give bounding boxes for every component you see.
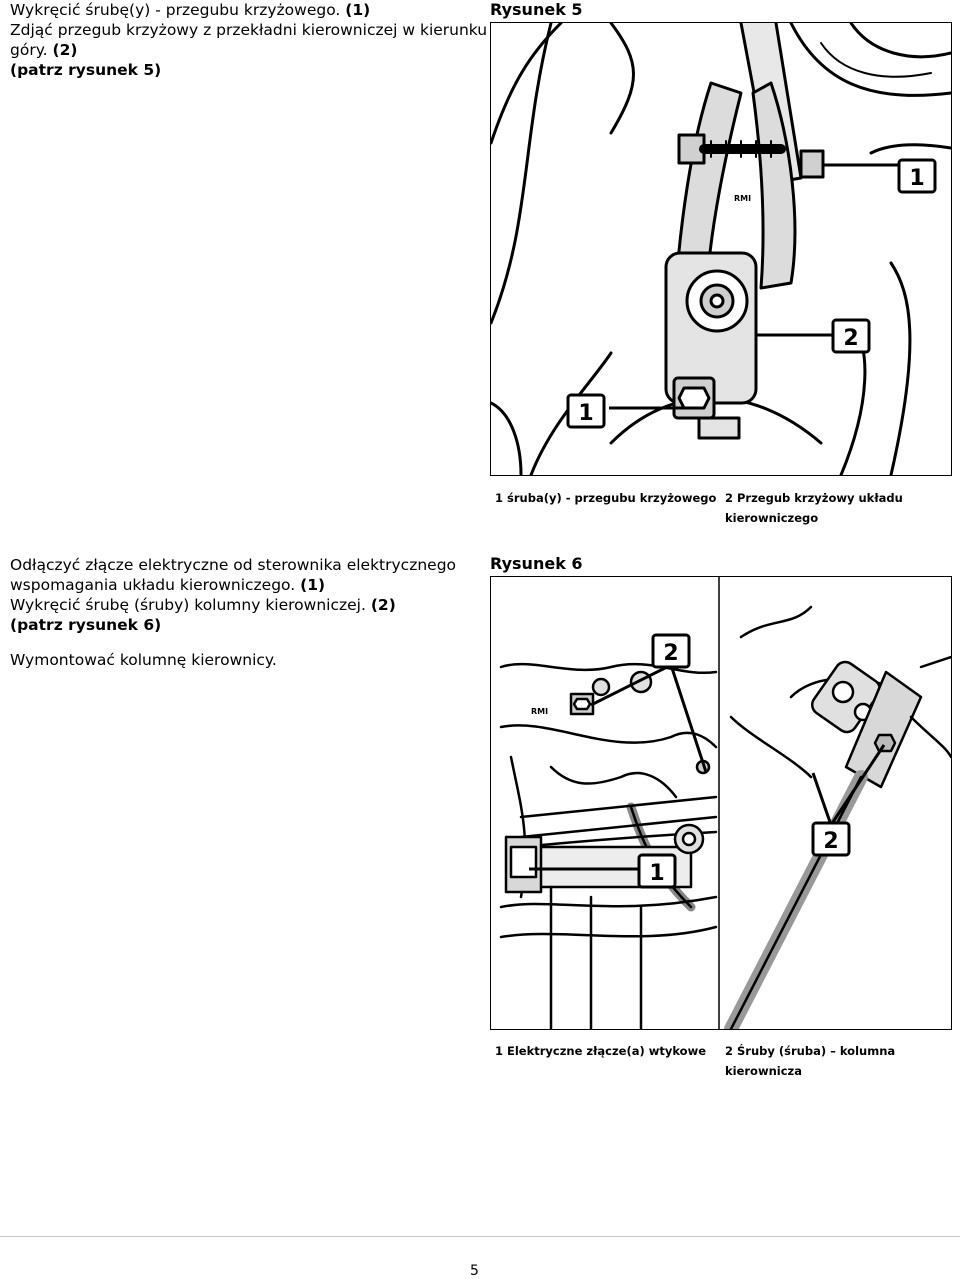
legend-line: kierownicza [725, 1064, 802, 1078]
callout-2: 2 [831, 318, 871, 354]
figure-5-legend-item-2: 2 Przegub krzyżowy układu kierowniczego [725, 488, 903, 528]
svg-text:2: 2 [843, 326, 858, 351]
svg-text:2: 2 [823, 829, 838, 854]
callout-1-top: 1 [897, 158, 937, 194]
figure-6-title: Rysunek 6 [490, 554, 583, 573]
figure-5-title: Rysunek 5 [490, 0, 583, 19]
instruction-line: Zdjąć przegub krzyżowy z przekładni kier… [10, 21, 512, 39]
footer-rule [0, 1236, 960, 1237]
figure-6-legend-item-2: 2 Śruby (śruba) – kolumna kierownicza [725, 1041, 895, 1081]
legend-line: 2 Śruby (śruba) – kolumna [725, 1044, 896, 1058]
legend-line: 2 Przegub krzyżowy układu [725, 491, 903, 505]
instruction-line: Wykręcić śrubę(y) - przegubu krzyżowego.… [10, 0, 511, 20]
callout-2-right: 2 [811, 821, 851, 857]
svg-text:1: 1 [909, 166, 924, 191]
legend-line: kierowniczego [725, 511, 819, 525]
watermark-label: RMI [734, 194, 751, 203]
figure-6-illustration: RMI 2 1 2 [499, 577, 951, 1029]
instruction-line: wspomagania układu kierowniczego. (1) [10, 575, 456, 595]
instruction-text: wspomagania układu kierowniczego. [10, 576, 301, 594]
ref-number: (2) [52, 41, 78, 59]
figure-6-frame: RMI 2 1 2 [490, 576, 952, 1030]
instruction-text: Wykręcić śrubę(y) - przegubu krzyżowego. [10, 1, 346, 19]
callout-1-bottom: 1 [566, 393, 606, 429]
svg-text:1: 1 [649, 861, 664, 886]
instruction-text: Wykręcić śrubę (śruby) kolumny kierownic… [10, 596, 371, 614]
see-figure-reference: (patrz rysunek 5) [10, 61, 162, 79]
callout-2-left: 2 [651, 633, 691, 669]
step-remove-cross-joint: Wykręcić śrubę(y) - przegubu krzyżowego.… [10, 0, 511, 80]
callout-1: 1 [637, 853, 677, 889]
figure-6-legend-item-1: 1 Elektryczne złącze(a) wtykowe [495, 1044, 707, 1058]
see-figure-reference: (patrz rysunek 6) [10, 616, 162, 634]
instruction-line: Wykręcić śrubę (śruby) kolumny kierownic… [10, 595, 456, 615]
instruction-line: góry. (2) [10, 40, 511, 60]
final-instruction: Wymontować kolumnę kierownicy. [10, 651, 277, 669]
svg-text:2: 2 [663, 641, 678, 666]
instruction-text: góry. [10, 41, 53, 59]
svg-text:1: 1 [578, 401, 593, 426]
figure-5-illustration: RMI 1 2 1 [491, 23, 951, 475]
ref-number: (1) [345, 1, 371, 19]
step-remove-steering-column: Odłączyć złącze elektryczne od sterownik… [10, 555, 456, 635]
instruction-line: Odłączyć złącze elektryczne od sterownik… [10, 556, 457, 574]
figure-5-frame: RMI 1 2 1 [490, 22, 952, 476]
ref-number: (1) [300, 576, 326, 594]
watermark-label: RMI [531, 707, 548, 716]
page-number: 5 [470, 1263, 479, 1279]
ref-number: (2) [370, 596, 396, 614]
figure-5-legend-item-1: 1 śruba(y) - przegubu krzyżowego [495, 491, 717, 505]
